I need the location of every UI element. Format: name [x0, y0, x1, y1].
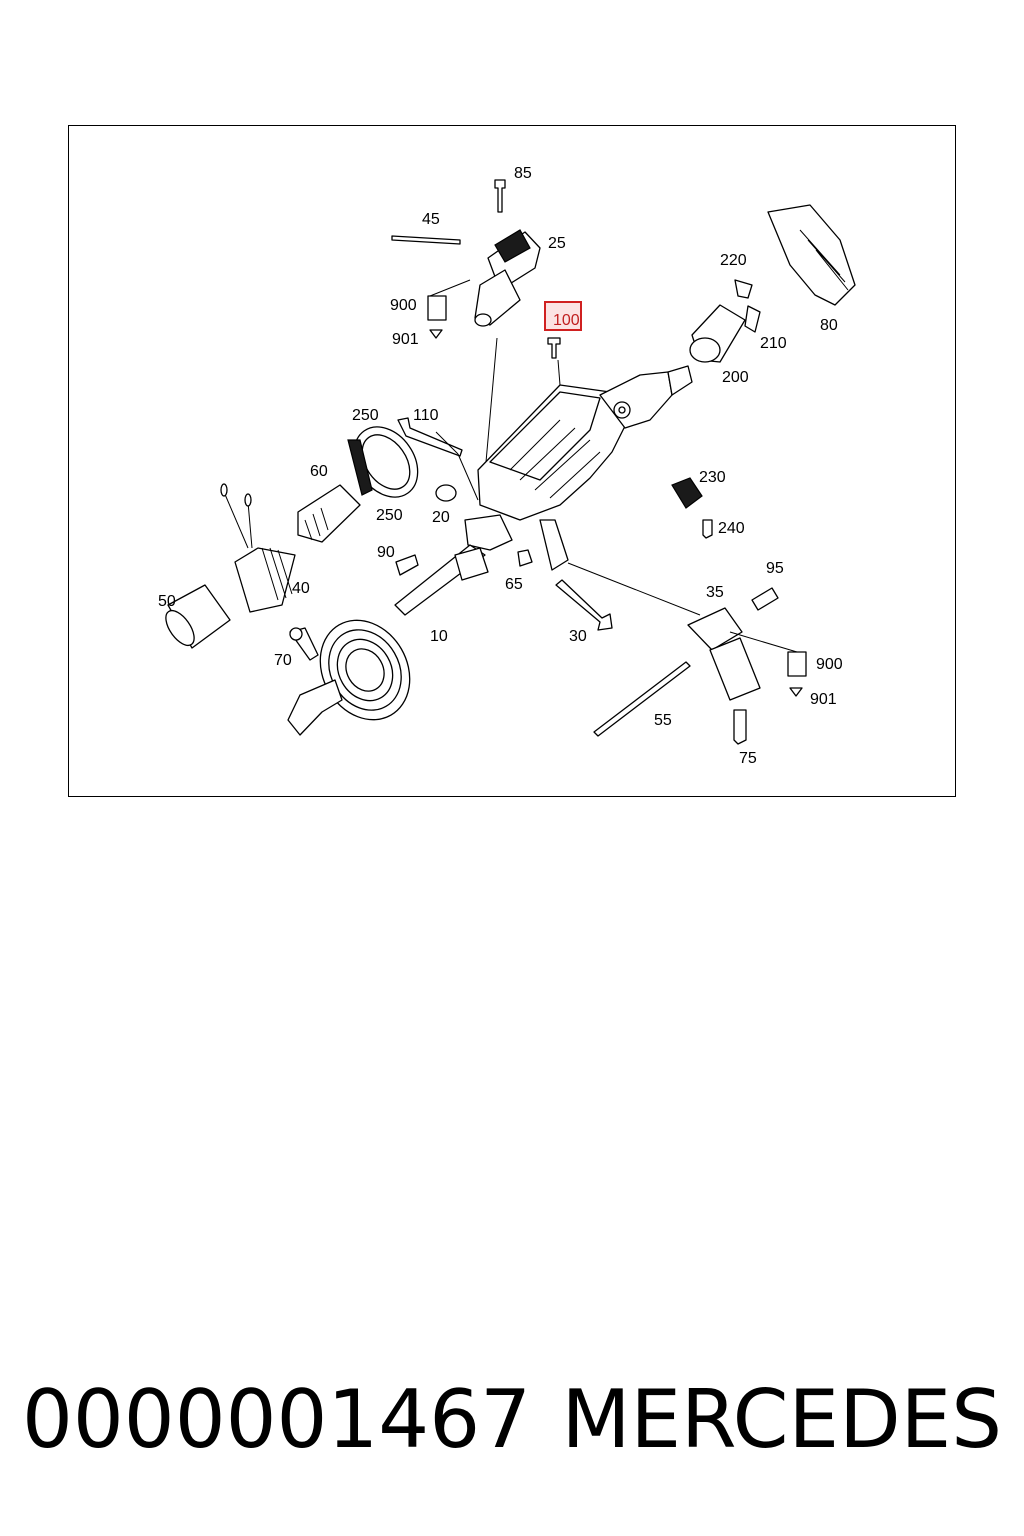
screw-95 — [751, 587, 779, 611]
leader-lines — [429, 279, 798, 653]
callout-90: 90 — [377, 544, 395, 561]
callout-100: 100 — [553, 312, 580, 329]
callout-30: 30 — [569, 628, 587, 645]
clamp-ring-250 — [347, 426, 419, 498]
exploded-parts-diagram: 85 45 25 900 901 100 220 210 200 80 250 … — [158, 165, 856, 767]
callout-250-lower: 250 — [376, 507, 403, 524]
footer: 0000001467 MERCEDES — [0, 1370, 1024, 1470]
intermediate-shaft — [287, 544, 489, 736]
pin-45 — [391, 235, 461, 245]
callout-200: 200 — [722, 369, 749, 386]
callout-100-highlight — [544, 301, 582, 331]
callout-25: 25 — [548, 235, 566, 252]
callout-40: 40 — [292, 580, 310, 597]
callout-60: 60 — [310, 463, 328, 480]
bolt-110 — [397, 417, 463, 457]
callout-901-lower: 901 — [810, 691, 837, 708]
steering-column-body — [464, 365, 693, 571]
callout-900-lower: 900 — [816, 656, 843, 673]
callout-45: 45 — [422, 211, 440, 228]
callout-901-upper: 901 — [392, 331, 419, 348]
bolt-100 — [547, 337, 561, 359]
sensor-230 — [671, 477, 703, 509]
bolt-30 — [555, 579, 613, 631]
callout-70: 70 — [274, 652, 292, 669]
sleeve-200 — [689, 304, 746, 363]
callout-240: 240 — [718, 520, 745, 537]
brand-name: MERCEDES — [561, 1373, 1002, 1466]
screw-75 — [733, 709, 747, 745]
callout-110: 110 — [413, 407, 439, 424]
bolt-85 — [494, 179, 506, 213]
callout-20: 20 — [432, 509, 450, 526]
callout-55: 55 — [654, 712, 672, 729]
nut-20 — [435, 484, 457, 502]
callout-85: 85 — [514, 165, 532, 182]
callout-50: 50 — [158, 593, 176, 610]
callout-80: 80 — [820, 317, 838, 334]
diagram-frame — [68, 125, 956, 797]
nut-65 — [517, 549, 533, 567]
clip-220 — [734, 279, 753, 299]
callout-230: 230 — [699, 469, 726, 486]
adjustment-motor-upper — [474, 229, 541, 327]
adjustment-motor-lower — [687, 607, 761, 701]
connector-900-lower — [787, 651, 807, 677]
callout-95: 95 — [766, 560, 784, 577]
callout-35: 35 — [706, 584, 724, 601]
callout-250-upper: 250 — [352, 407, 379, 424]
part-number: 0000001467 — [22, 1373, 531, 1466]
bellows-40 — [220, 483, 296, 613]
shaft-coupling-60 — [297, 484, 361, 543]
callout-220: 220 — [720, 252, 747, 269]
rod-55 — [593, 661, 691, 737]
callout-75: 75 — [739, 750, 757, 767]
callout-10: 10 — [430, 628, 448, 645]
screw-90 — [395, 554, 419, 576]
callout-labels: 85 45 25 900 901 100 220 210 200 80 250 … — [158, 165, 843, 767]
connector-900-upper — [427, 295, 447, 321]
clip-901-lower — [789, 687, 803, 697]
callout-210: 210 — [760, 335, 787, 352]
clip-210 — [744, 305, 761, 333]
clip-901-upper — [429, 329, 443, 339]
callout-65: 65 — [505, 576, 523, 593]
callout-900-upper: 900 — [390, 297, 417, 314]
sleeve-50 — [165, 584, 231, 649]
screw-240 — [702, 519, 713, 539]
trim-cover-80 — [767, 204, 856, 306]
